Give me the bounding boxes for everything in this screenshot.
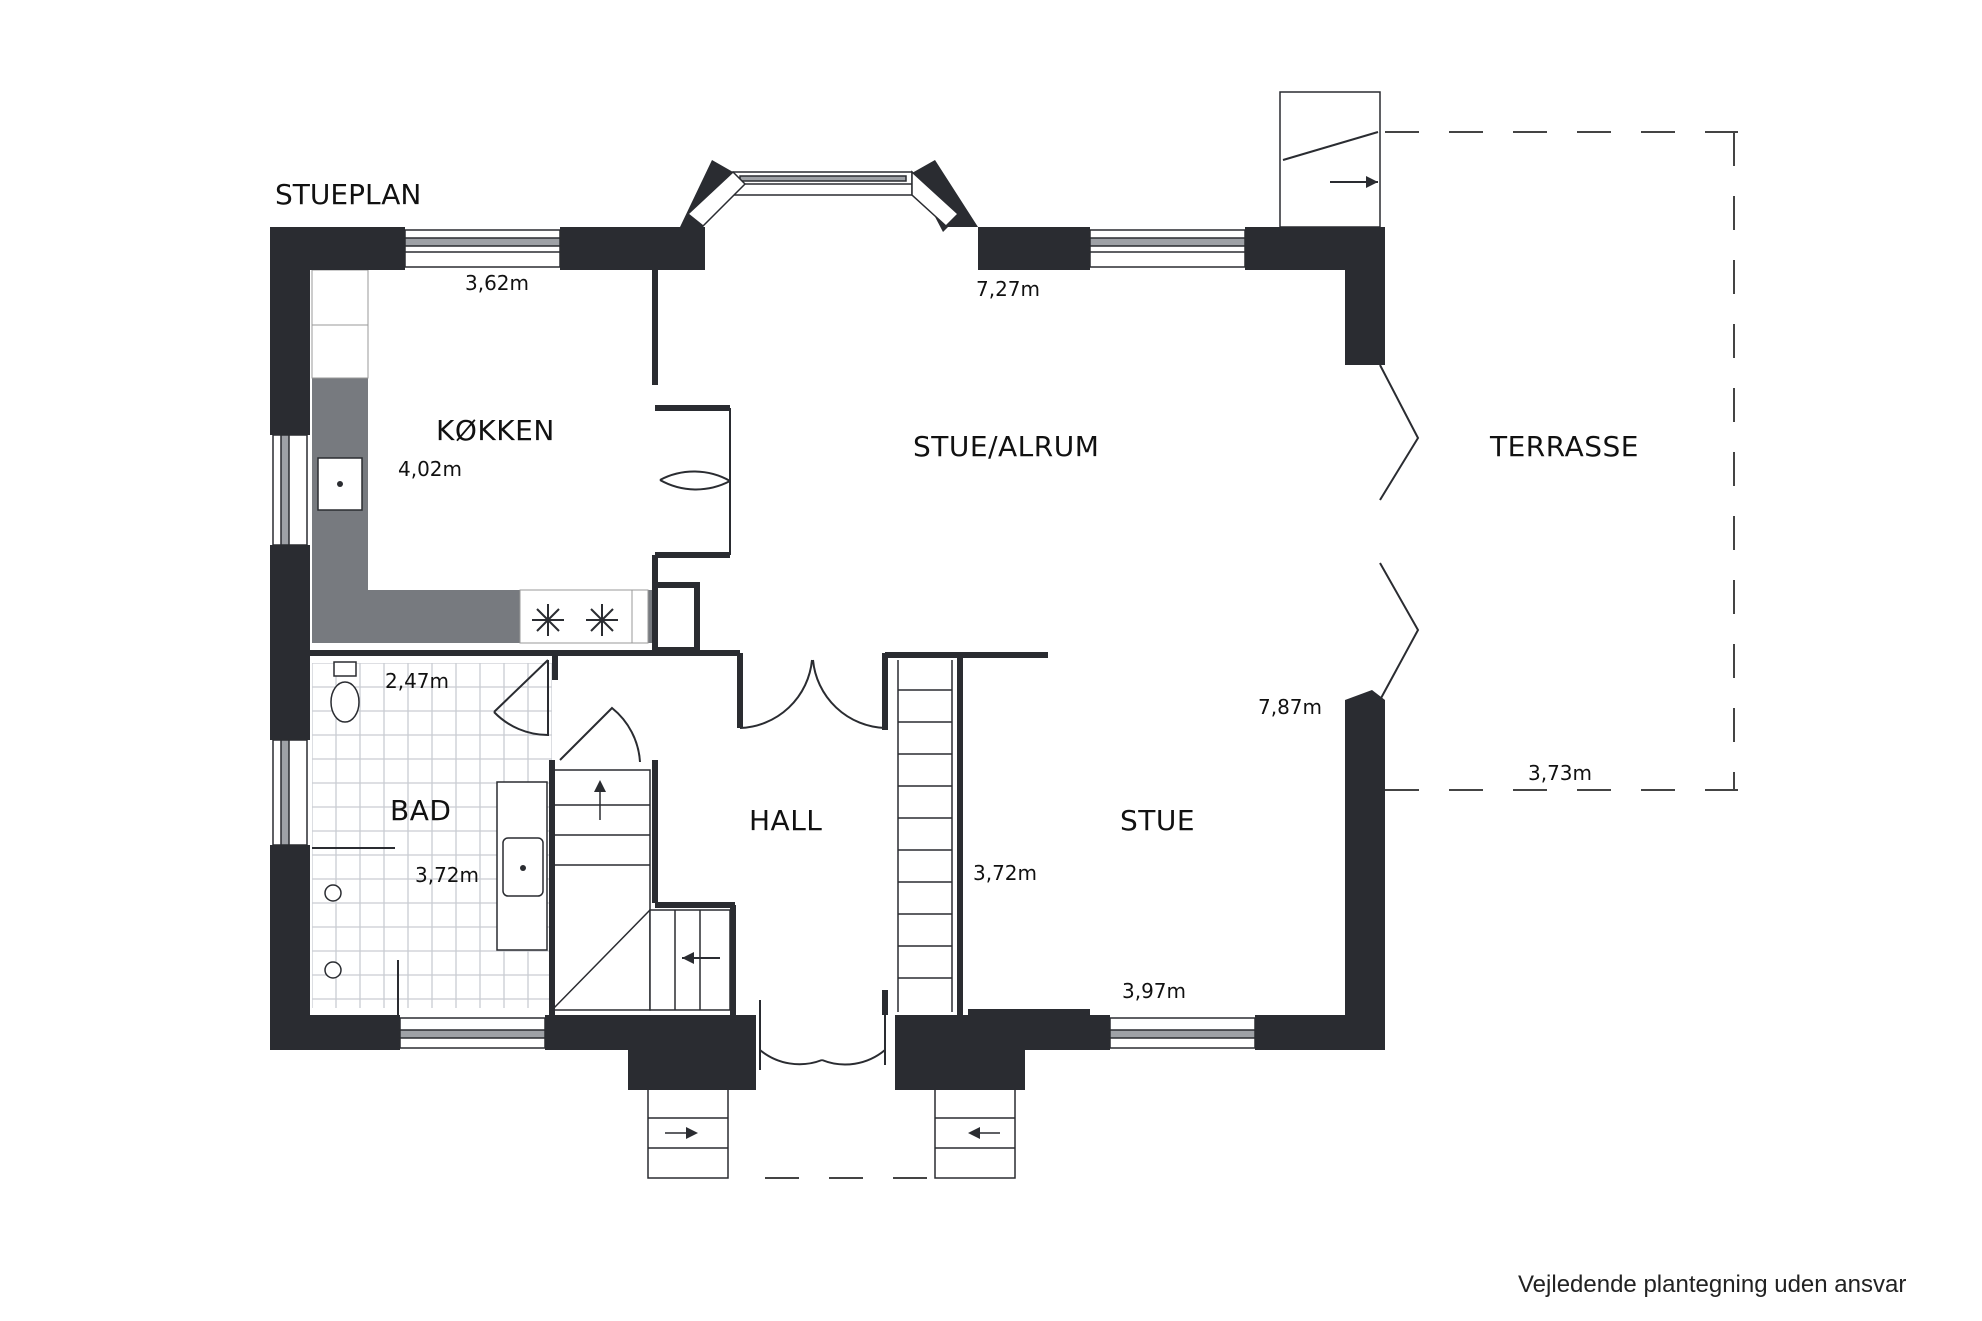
- exterior-walls: [270, 160, 1385, 1090]
- room-label-hall: HALL: [749, 804, 822, 837]
- dim-bath-width: 2,47m: [385, 669, 449, 693]
- room-label-terrace: TERRASSE: [1489, 430, 1639, 463]
- windows: [272, 170, 1256, 1049]
- staircase: [551, 769, 731, 1011]
- plan-title: STUEPLAN: [275, 178, 421, 211]
- dim-living-depth: 7,87m: [1258, 695, 1322, 719]
- dim-terrace-width: 3,73m: [1528, 761, 1592, 785]
- room-label-kitchen: KØKKEN: [436, 414, 555, 447]
- dim-sunroom-width: 7,27m: [976, 277, 1040, 301]
- stove-icon: [532, 604, 618, 636]
- dim-living-width-side: 3,72m: [973, 861, 1037, 885]
- terrace-outline: [765, 131, 1738, 1179]
- room-label-bath: BAD: [390, 794, 451, 827]
- kitchen-counter: [311, 269, 652, 644]
- hall-stair-runner: [898, 689, 952, 979]
- bath-tiles: [312, 663, 552, 1008]
- bath-fixtures: [312, 661, 548, 1021]
- room-label-living-sunroom: STUE/ALRUM: [913, 430, 1099, 463]
- disclaimer-text: Vejledende plantegning uden ansvar: [1518, 1271, 1906, 1298]
- stair-stringer: [897, 660, 953, 1012]
- dim-bath-depth: 3,72m: [415, 863, 479, 887]
- dim-living-width-bottom: 3,97m: [1122, 979, 1186, 1003]
- terrace-entry-step: [1279, 91, 1381, 228]
- interior-walls: [310, 270, 1090, 1015]
- dim-kitchen-depth: 4,02m: [398, 457, 462, 481]
- dim-kitchen-width: 3,62m: [465, 271, 529, 295]
- room-label-living: STUE: [1120, 804, 1195, 837]
- doors: [493, 364, 1420, 1070]
